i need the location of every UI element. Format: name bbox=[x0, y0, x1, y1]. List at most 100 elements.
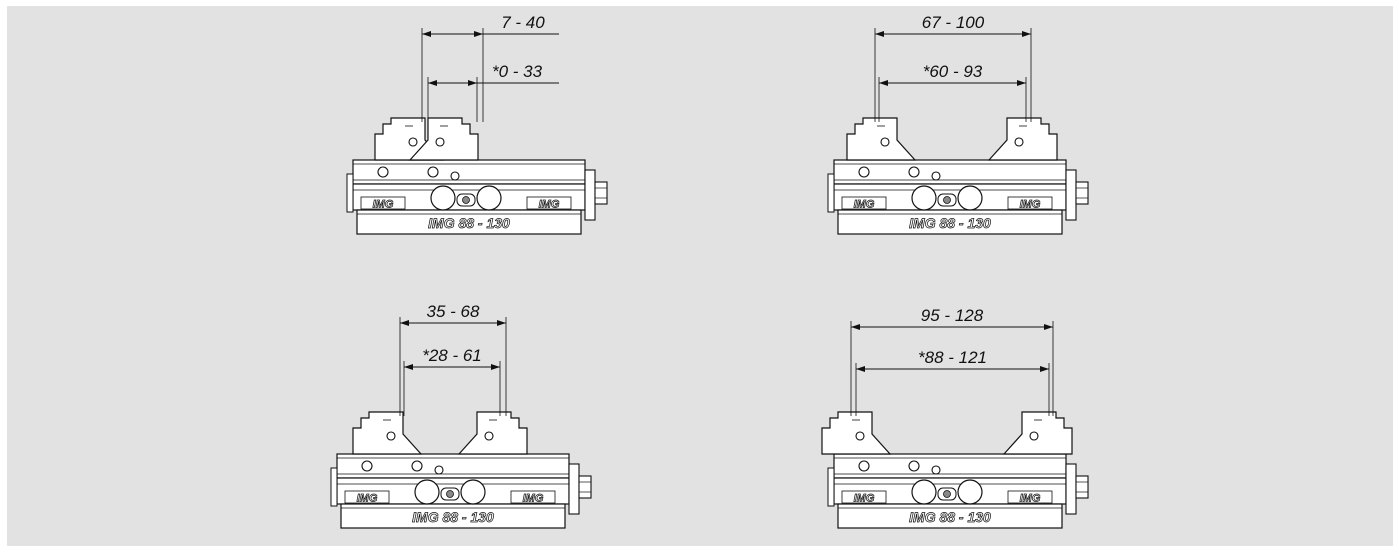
jaw-right bbox=[408, 117, 479, 161]
arrow-head bbox=[1044, 324, 1053, 330]
bolt-hole bbox=[931, 465, 941, 475]
brand-text-left: IMG bbox=[373, 199, 394, 211]
spindle-housing bbox=[1065, 463, 1077, 515]
arrow-head bbox=[1022, 31, 1031, 37]
brand-plate-right bbox=[1007, 490, 1053, 504]
bolt-hole bbox=[858, 460, 870, 472]
piston-right bbox=[476, 185, 502, 211]
jaw-hole bbox=[484, 431, 494, 441]
jaw-hole bbox=[855, 431, 865, 441]
spindle-shaft bbox=[1075, 181, 1089, 205]
brand-text-right: IMG bbox=[1020, 199, 1041, 211]
jaw-hole bbox=[1029, 431, 1039, 441]
jaw-hole bbox=[880, 137, 890, 147]
outer-dimension-label: 7 - 40 bbox=[501, 13, 545, 32]
inner-dimension-label: *88 - 121 bbox=[918, 348, 987, 367]
inner-dimension-label: *0 - 33 bbox=[492, 62, 543, 81]
spindle-housing bbox=[1065, 169, 1077, 221]
body-end-cap bbox=[330, 467, 338, 507]
arrow-head bbox=[491, 364, 500, 370]
piston-left bbox=[430, 185, 456, 211]
brand-text-left: IMG bbox=[854, 493, 875, 505]
model-label: IMG 88 - 130 bbox=[412, 509, 494, 525]
brand-plate-right bbox=[526, 196, 572, 210]
arrow-head bbox=[879, 80, 888, 86]
piston-left bbox=[414, 479, 440, 505]
inner-dimension: *0 - 33 bbox=[427, 62, 559, 122]
jaw-right bbox=[987, 117, 1058, 161]
gripper-diagram-1: IMG IMG IMG 88 - 130 7 - 40 *0 - 33 bbox=[346, 13, 608, 235]
inner-dimension: *88 - 121 bbox=[855, 348, 1050, 416]
gripper-diagram-3: IMG IMG IMG 88 - 130 35 - 68 *28 - 61 bbox=[330, 302, 592, 529]
bolt-hole bbox=[427, 166, 439, 178]
piston-right bbox=[957, 185, 983, 211]
outer-dimension: 67 - 100 bbox=[874, 13, 1032, 122]
bolt-hole bbox=[361, 460, 373, 472]
bolt-hole bbox=[908, 166, 920, 178]
inner-dimension-label: *28 - 61 bbox=[422, 346, 482, 365]
body-end-cap bbox=[827, 173, 835, 213]
jaw-right bbox=[1002, 411, 1073, 455]
bolt-hole bbox=[858, 166, 870, 178]
brand-plate-right bbox=[510, 490, 556, 504]
center-badge-dot bbox=[943, 196, 951, 204]
brand-plate-left bbox=[360, 196, 406, 210]
jaw-hole bbox=[386, 431, 396, 441]
outer-dimension: 35 - 68 bbox=[399, 302, 507, 416]
bolt-hole bbox=[411, 460, 423, 472]
center-badge-dot bbox=[462, 196, 470, 204]
jaw-hole bbox=[435, 137, 445, 147]
arrow-head bbox=[474, 31, 483, 37]
piston-left bbox=[911, 185, 937, 211]
arrow-head bbox=[468, 80, 477, 86]
bolt-hole bbox=[377, 166, 389, 178]
outer-dimension-label: 67 - 100 bbox=[922, 13, 985, 32]
brand-plate-left bbox=[841, 490, 887, 504]
gripper-diagram-2: IMG IMG IMG 88 - 130 67 - 100 *60 - 93 bbox=[827, 13, 1089, 235]
arrow-head bbox=[856, 366, 865, 372]
body-end-cap bbox=[346, 173, 354, 213]
center-badge-dot bbox=[446, 490, 454, 498]
model-label: IMG 88 - 130 bbox=[909, 509, 991, 525]
brand-text-left: IMG bbox=[854, 199, 875, 211]
inner-dimension-label: *60 - 93 bbox=[923, 62, 983, 81]
piston-right bbox=[460, 479, 486, 505]
outer-dimension: 7 - 40 bbox=[421, 13, 559, 122]
outer-dimension-label: 95 - 128 bbox=[921, 306, 984, 325]
inner-dimension: *28 - 61 bbox=[403, 346, 501, 416]
outer-dimension: 95 - 128 bbox=[850, 306, 1054, 416]
piston-right bbox=[957, 479, 983, 505]
spindle-shaft bbox=[1075, 475, 1089, 499]
body-end-cap bbox=[827, 467, 835, 507]
jaw-hole bbox=[1014, 137, 1024, 147]
jaw-left bbox=[846, 117, 917, 161]
spindle-housing bbox=[568, 463, 580, 515]
spindle-housing bbox=[584, 169, 596, 221]
brand-plate-left bbox=[841, 196, 887, 210]
arrow-head bbox=[1017, 80, 1026, 86]
arrow-head bbox=[428, 80, 437, 86]
jaw-left bbox=[352, 411, 423, 455]
arrow-head bbox=[1040, 366, 1049, 372]
arrow-head bbox=[400, 320, 409, 326]
brand-text-right: IMG bbox=[523, 493, 544, 505]
arrow-head bbox=[875, 31, 884, 37]
bolt-hole bbox=[931, 171, 941, 181]
spindle-shaft bbox=[594, 181, 608, 205]
model-label: IMG 88 - 130 bbox=[909, 215, 991, 231]
brand-plate-right bbox=[1007, 196, 1053, 210]
jaw-right bbox=[457, 411, 528, 455]
arrow-head bbox=[851, 324, 860, 330]
brand-text-left: IMG bbox=[357, 493, 378, 505]
arrow-head bbox=[497, 320, 506, 326]
bolt-hole bbox=[450, 171, 460, 181]
brand-text-right: IMG bbox=[539, 199, 560, 211]
outer-dimension-label: 35 - 68 bbox=[427, 302, 480, 321]
model-label: IMG 88 - 130 bbox=[428, 215, 510, 231]
center-badge-dot bbox=[943, 490, 951, 498]
jaw-hole bbox=[408, 137, 418, 147]
inner-dimension: *60 - 93 bbox=[878, 62, 1027, 122]
